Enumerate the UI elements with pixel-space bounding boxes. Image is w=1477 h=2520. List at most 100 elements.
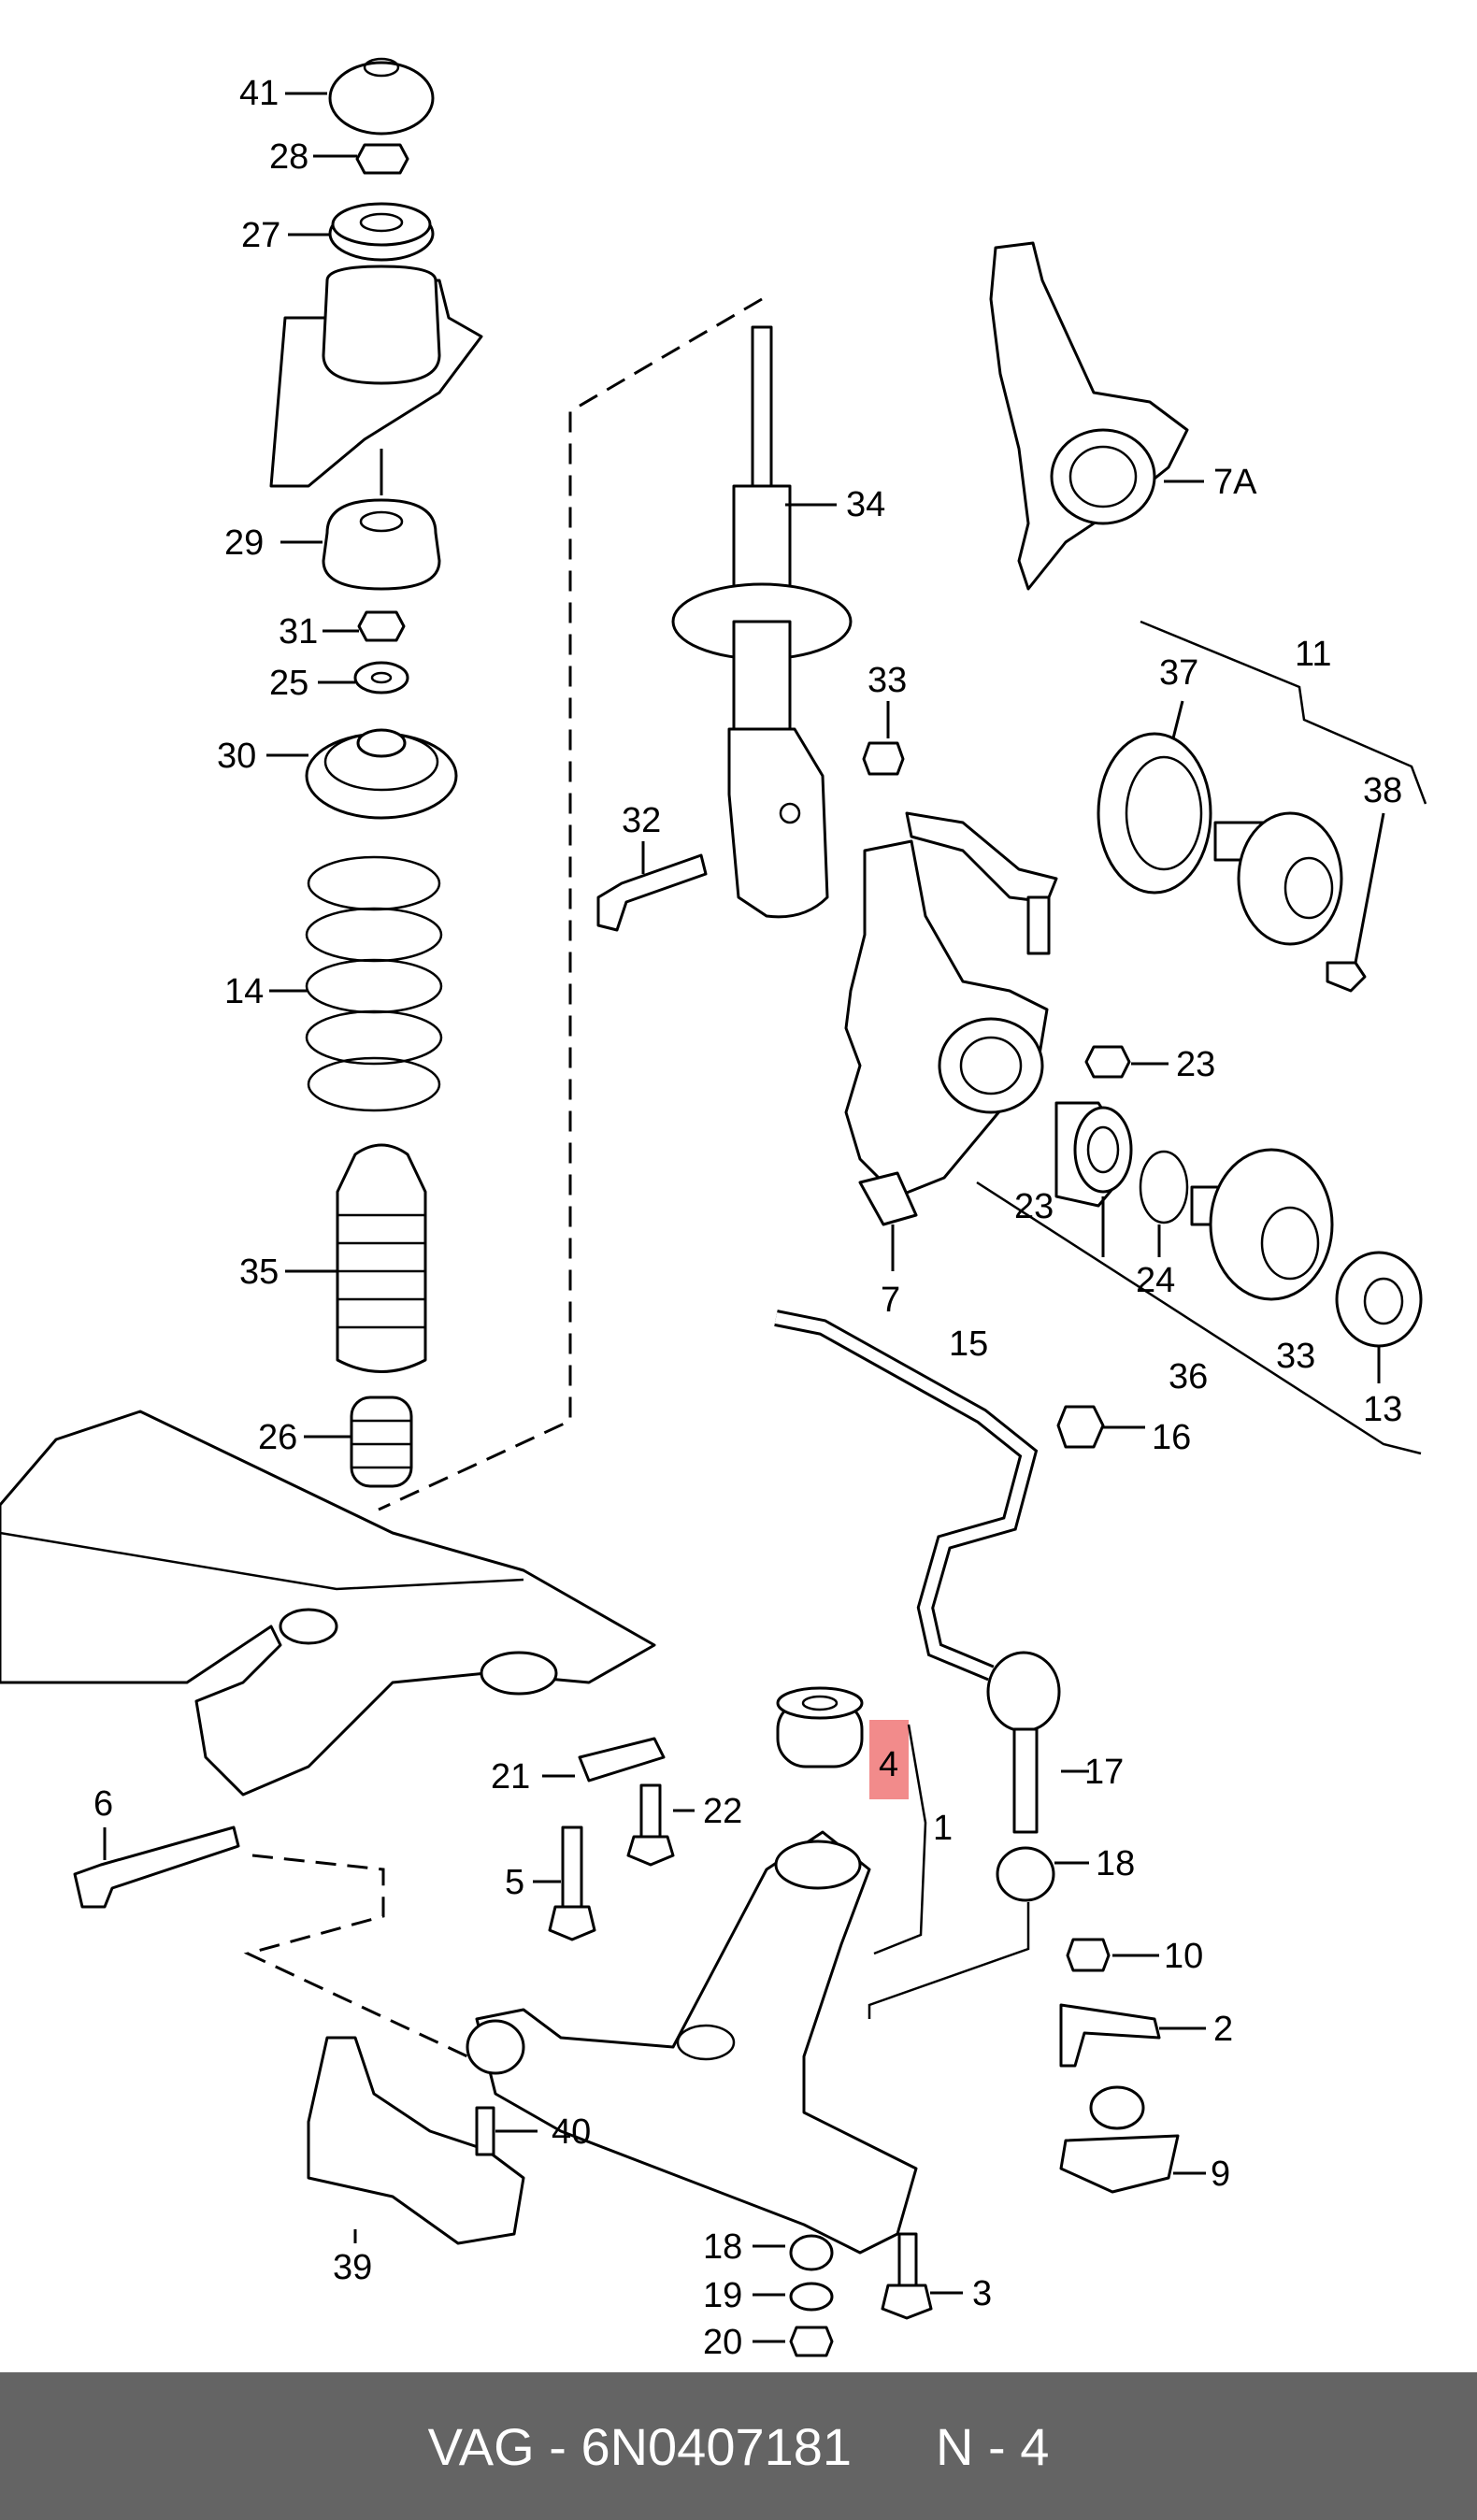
label-7: 7 bbox=[881, 1281, 900, 1320]
leader-lines bbox=[103, 92, 1385, 2343]
part-35-bellows bbox=[336, 1143, 427, 1373]
part-24-circlip bbox=[1139, 1150, 1189, 1224]
label-17: 17 bbox=[1084, 1753, 1124, 1792]
label-39: 39 bbox=[333, 2248, 372, 2287]
label-34: 34 bbox=[846, 485, 885, 524]
control-arm-outline bbox=[873, 1724, 927, 1955]
part-6-bolt bbox=[73, 1826, 240, 1909]
label-2: 2 bbox=[1213, 2010, 1233, 2049]
label-33-top: 33 bbox=[868, 661, 907, 700]
part-7a-knuckle bbox=[989, 241, 1189, 591]
label-32: 32 bbox=[622, 801, 661, 840]
part-28-nut bbox=[355, 143, 409, 175]
part-23-wheel-bearing bbox=[1054, 1101, 1133, 1208]
footer-part-number: VAG - 6N0407181 bbox=[427, 2416, 853, 2476]
label-7a: 7A bbox=[1213, 463, 1257, 502]
part-19-washer bbox=[789, 2282, 834, 2312]
part-27-bearing bbox=[328, 202, 435, 262]
part-32-bolt bbox=[596, 853, 708, 932]
part-15-stabilizer-bar bbox=[774, 1310, 1039, 1682]
part-3-bolt bbox=[881, 2232, 933, 2320]
label-26: 26 bbox=[258, 1418, 297, 1457]
tie-rod-end bbox=[905, 811, 1058, 955]
label-36: 36 bbox=[1169, 1357, 1208, 1396]
part-31-nut bbox=[357, 610, 406, 642]
part-16-bush bbox=[1056, 1405, 1105, 1449]
highlight-marker-part-4 bbox=[869, 1720, 909, 1799]
part-41-cap bbox=[328, 57, 435, 136]
label-40: 40 bbox=[552, 2112, 591, 2152]
exploded-parts-diagram: 41 28 27 29 31 25 30 14 35 26 34 33 32 7… bbox=[0, 57, 1427, 2362]
part-23-nut bbox=[1084, 1045, 1131, 1079]
part-7-knuckle bbox=[844, 839, 1049, 1226]
part-37-abs-ring bbox=[1097, 732, 1212, 895]
label-31: 31 bbox=[279, 612, 318, 651]
part-26-bump-stop bbox=[350, 1396, 413, 1488]
part-11-hub bbox=[1213, 811, 1343, 946]
footer-bar: VAG - 6N0407181 N - 4 bbox=[0, 2372, 1477, 2520]
part-25-washer bbox=[353, 661, 409, 694]
bracket-outline bbox=[243, 1854, 468, 2058]
label-16: 16 bbox=[1152, 1418, 1191, 1457]
label-27: 27 bbox=[241, 216, 280, 255]
label-41: 41 bbox=[239, 74, 279, 113]
part-21-bracket bbox=[578, 1737, 666, 1783]
label-23-bearing: 23 bbox=[1014, 1187, 1054, 1226]
part-39-bracket bbox=[307, 2036, 525, 2245]
label-25: 25 bbox=[269, 664, 308, 703]
strut-mount-body bbox=[269, 265, 483, 488]
part-labels: 41 28 27 29 31 25 30 14 35 26 34 33 32 7… bbox=[93, 74, 1402, 2362]
part-10-nut bbox=[1066, 1938, 1111, 1972]
label-18-right: 18 bbox=[1096, 1844, 1135, 1883]
label-4: 4 bbox=[879, 1745, 898, 1784]
label-38: 38 bbox=[1363, 771, 1402, 810]
label-33-hub: 33 bbox=[1276, 1337, 1315, 1376]
part-34-shock-absorber bbox=[671, 325, 853, 919]
part-1-control-arm bbox=[466, 1830, 918, 2255]
part-40-clip bbox=[475, 2106, 495, 2156]
label-30: 30 bbox=[217, 737, 256, 776]
footer-ref: N - 4 bbox=[936, 2416, 1050, 2476]
label-23-nut: 23 bbox=[1176, 1045, 1215, 1084]
label-35: 35 bbox=[239, 1253, 279, 1292]
part-18-bush-right bbox=[996, 1846, 1055, 1902]
label-24: 24 bbox=[1136, 1261, 1175, 1300]
part-22-bolt bbox=[626, 1783, 675, 1867]
part-4-bush bbox=[776, 1686, 864, 1768]
part-38-screw bbox=[1326, 961, 1367, 993]
part-33-hub-flange bbox=[1190, 1148, 1334, 1301]
label-3: 3 bbox=[972, 2274, 992, 2313]
label-37: 37 bbox=[1159, 653, 1198, 693]
label-6: 6 bbox=[93, 1784, 113, 1824]
label-9: 9 bbox=[1211, 2155, 1230, 2194]
subframe bbox=[0, 1410, 656, 1797]
part-13-hub-nut bbox=[1335, 1251, 1423, 1348]
label-19: 19 bbox=[703, 2276, 742, 2315]
label-28: 28 bbox=[269, 137, 308, 177]
label-14: 14 bbox=[224, 972, 264, 1011]
strut-assembly-outline bbox=[378, 297, 763, 1511]
label-18-lower: 18 bbox=[703, 2227, 742, 2267]
part-20-nut bbox=[789, 2326, 834, 2357]
part-2-bracket bbox=[1059, 2003, 1161, 2068]
label-5: 5 bbox=[505, 1863, 524, 1902]
label-10: 10 bbox=[1164, 1937, 1203, 1976]
part-33-nut bbox=[862, 741, 905, 776]
ball-joint-outline bbox=[868, 1902, 1030, 2019]
part-29-mount bbox=[322, 498, 441, 591]
label-1: 1 bbox=[933, 1809, 953, 1848]
label-20: 20 bbox=[703, 2323, 742, 2362]
label-15: 15 bbox=[949, 1324, 988, 1364]
bearing-group-outline bbox=[976, 1181, 1422, 1455]
part-5-bolt bbox=[548, 1826, 596, 1941]
hub-assembly-outline bbox=[1140, 620, 1427, 805]
label-22: 22 bbox=[703, 1792, 742, 1831]
label-11: 11 bbox=[1295, 635, 1331, 674]
label-21: 21 bbox=[491, 1757, 530, 1797]
label-29: 29 bbox=[224, 523, 264, 563]
part-14-coil-spring bbox=[305, 855, 443, 1112]
part-30-spring-seat bbox=[305, 728, 458, 820]
part-17-link bbox=[986, 1651, 1061, 1834]
part-9-ball-joint bbox=[1059, 2085, 1180, 2194]
label-13: 13 bbox=[1363, 1390, 1402, 1429]
